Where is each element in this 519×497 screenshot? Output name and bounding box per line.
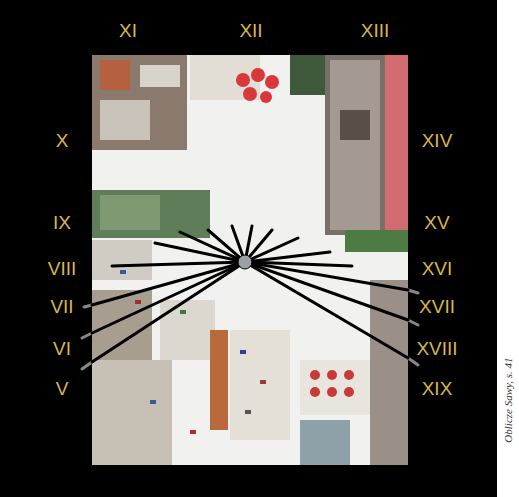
hour-numeral: XIII xyxy=(361,21,390,40)
hour-numeral: XVII xyxy=(419,297,455,316)
hour-numeral: X xyxy=(56,131,69,150)
hour-numeral: VII xyxy=(50,297,73,316)
aerial-photo xyxy=(92,55,408,465)
hour-numeral: VIII xyxy=(48,259,77,278)
hour-numeral: XI xyxy=(119,21,137,40)
source-credit: Oblicze Sawy, s. 41 xyxy=(503,357,514,442)
hour-numeral: XII xyxy=(239,21,262,40)
hour-rays xyxy=(82,226,418,369)
hour-numeral: XV xyxy=(424,213,449,232)
hour-numeral: XVIII xyxy=(416,339,457,358)
hour-numeral: V xyxy=(56,379,69,398)
black-frame xyxy=(0,0,497,497)
hour-numeral: VI xyxy=(53,339,71,358)
hour-numeral: XVI xyxy=(422,259,453,278)
hour-numeral: IX xyxy=(53,213,71,232)
hour-numeral: XIV xyxy=(422,131,453,150)
hour-numeral: XIX xyxy=(422,379,453,398)
